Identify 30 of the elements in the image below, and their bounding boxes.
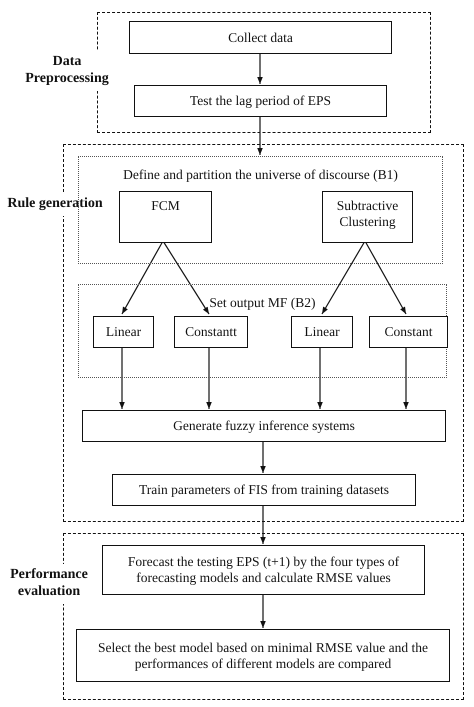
process-box: Test the lag period of EPS	[134, 85, 387, 117]
process-box: Generate fuzzy inference systems	[82, 410, 446, 442]
arrow	[121, 240, 164, 314]
process-box: Linear	[291, 316, 353, 348]
process-box: Constant	[369, 316, 448, 348]
arrow	[260, 505, 266, 544]
arrow	[257, 53, 263, 84]
arrow	[403, 346, 409, 409]
section-label: Rule generation	[5, 193, 105, 216]
arrow	[260, 441, 266, 473]
arrow	[206, 346, 212, 409]
arrow	[317, 346, 323, 409]
process-box: Train parameters of FIS from training datasets	[112, 474, 416, 506]
process-box: Linear	[93, 316, 154, 348]
process-box: Forecast the testing EPS (t+1) by the four types of forecasting models and calculate RMSE values	[102, 545, 425, 595]
section-label: Data Preprocessing	[23, 51, 111, 91]
process-box: Constantt	[174, 316, 248, 348]
arrow	[260, 594, 266, 628]
arrow	[321, 240, 366, 314]
process-box: Subtractive Clustering	[322, 191, 413, 243]
group-title: Define and partition the universe of discourse (B1)	[122, 167, 399, 183]
group-title: Set output MF (B2)	[208, 295, 317, 311]
arrow	[162, 240, 210, 314]
arrow	[364, 240, 407, 314]
process-box: Select the best model based on minimal RMSE value and the performances of different models are compared	[76, 629, 450, 682]
arrow	[119, 346, 125, 409]
process-box: FCM	[119, 191, 212, 243]
process-box: Collect data	[129, 21, 392, 54]
group-frame	[78, 284, 447, 378]
arrow	[257, 116, 263, 155]
